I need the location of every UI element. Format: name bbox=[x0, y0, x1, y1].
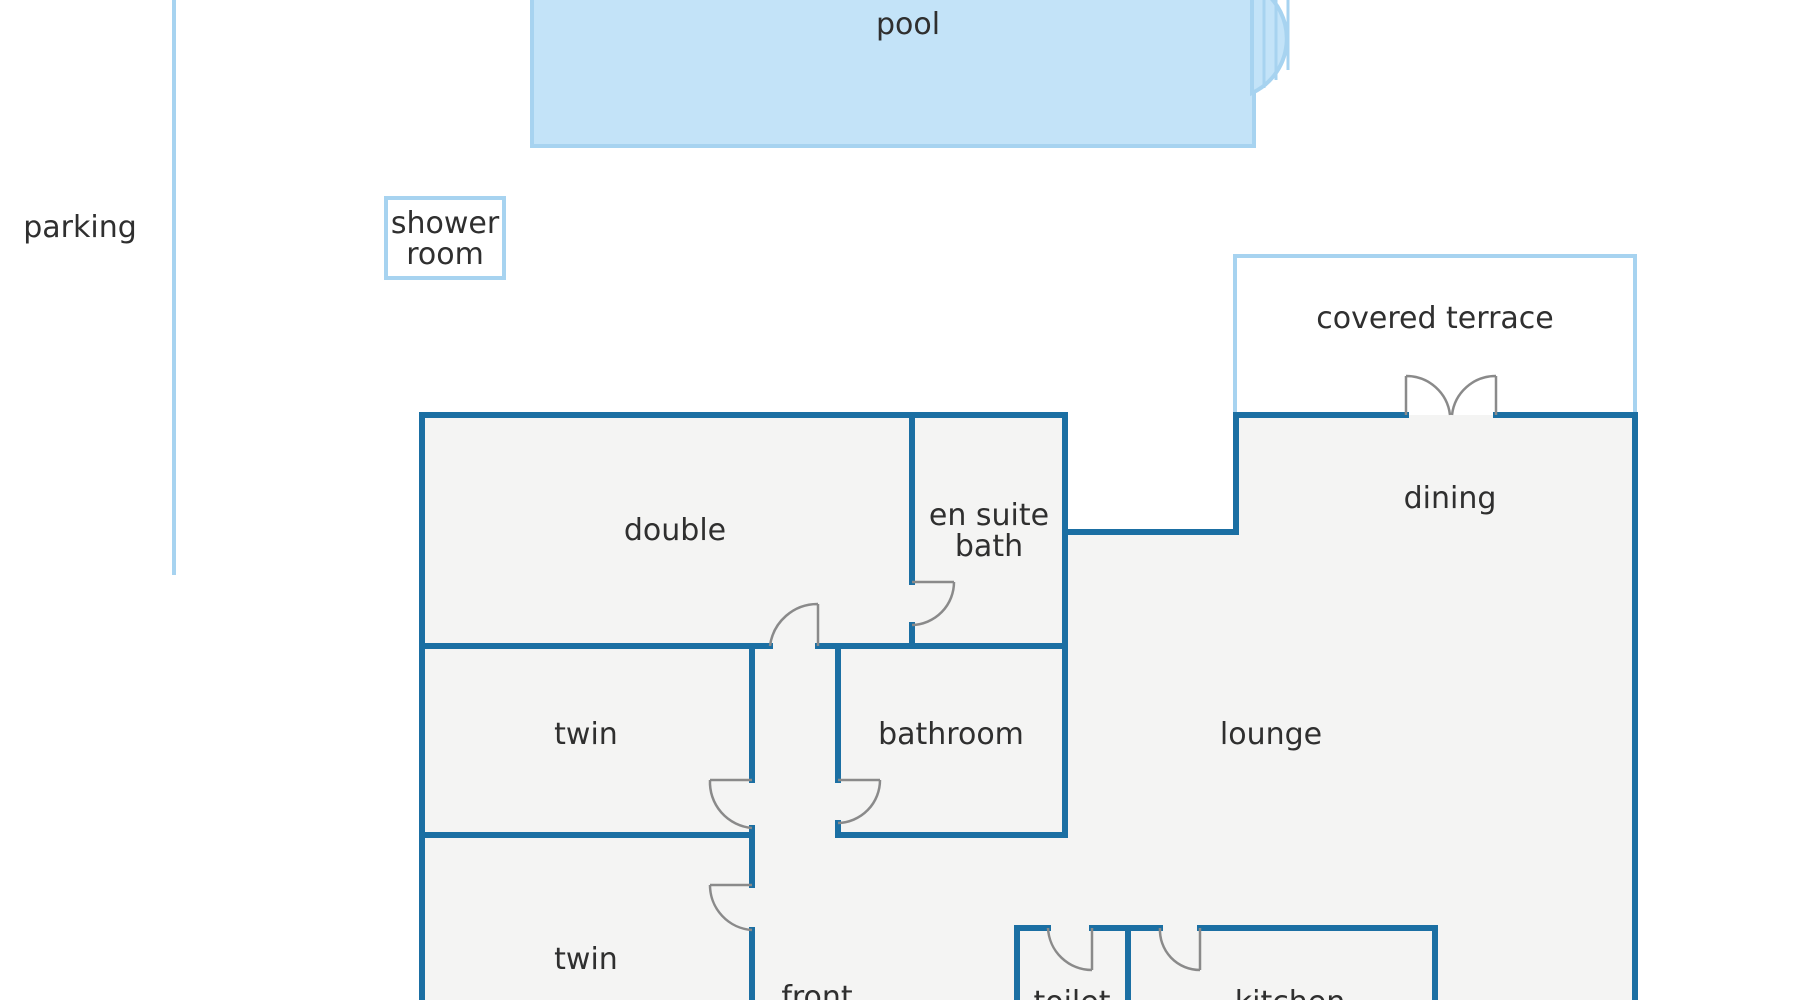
double-bedroom-label: double bbox=[624, 513, 726, 548]
en-suite-label-line1: en suite bbox=[929, 498, 1049, 533]
twin-lower-label: twin bbox=[554, 942, 618, 977]
covered-terrace-label: covered terrace bbox=[1316, 301, 1553, 336]
covered-terrace bbox=[1233, 254, 1637, 415]
lounge-label: lounge bbox=[1220, 717, 1322, 752]
pool-label: pool bbox=[876, 7, 940, 42]
twin-upper-label: twin bbox=[554, 717, 618, 752]
toilet-door bbox=[1046, 927, 1094, 972]
parking-label: parking bbox=[23, 210, 137, 245]
twin-upper-door bbox=[708, 778, 753, 830]
shower-room-label-line2: room bbox=[406, 237, 484, 272]
double-bedroom-door bbox=[768, 602, 820, 647]
shower-room bbox=[384, 196, 506, 280]
house-floor bbox=[422, 415, 1635, 1000]
en-suite-door bbox=[911, 580, 956, 627]
walls bbox=[419, 412, 1638, 1000]
dining-french-door-right bbox=[1450, 374, 1498, 416]
pool-steps bbox=[1250, 0, 1289, 97]
bathroom-door bbox=[837, 778, 882, 825]
en-suite-label-line2: bath bbox=[955, 529, 1023, 564]
dining-label: dining bbox=[1404, 481, 1497, 516]
kitchen-door bbox=[1158, 927, 1202, 972]
front-label: front bbox=[781, 980, 853, 1000]
shower-room-label-line1: shower bbox=[391, 206, 500, 241]
kitchen-label: kitchen bbox=[1235, 985, 1345, 1000]
toilet-label: toilet bbox=[1033, 985, 1110, 1000]
dining-french-door-left bbox=[1404, 374, 1452, 416]
doors bbox=[708, 374, 1498, 972]
bathroom-label: bathroom bbox=[878, 717, 1024, 752]
twin-lower-door bbox=[708, 883, 753, 932]
